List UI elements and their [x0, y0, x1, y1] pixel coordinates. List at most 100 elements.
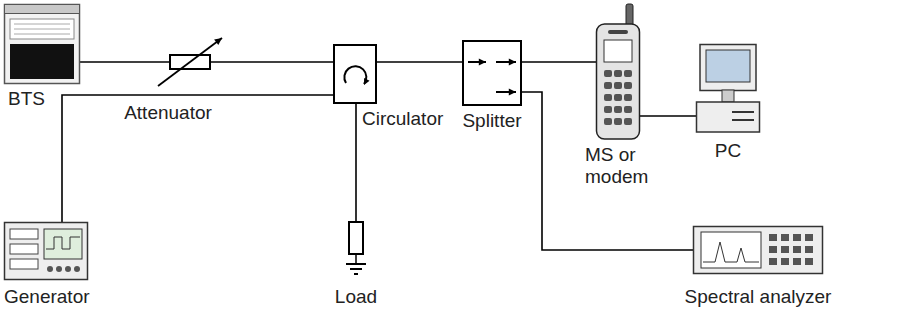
bts-rack-icon [4, 4, 80, 84]
splitter-frame [463, 41, 521, 105]
generator-trace [46, 237, 80, 249]
device-label: Spectral analyzer [685, 286, 832, 308]
phone-key [604, 118, 612, 125]
analyzer-screen [701, 232, 761, 268]
monitor-stand [722, 90, 734, 102]
load-resistor: Load [346, 222, 366, 276]
drive-slot [732, 111, 754, 113]
phone-key [614, 106, 622, 113]
phone-key [614, 70, 622, 77]
arrow-head [214, 38, 222, 45]
coax-cable [377, 61, 462, 63]
generator-knob [56, 266, 62, 272]
panel-line [14, 29, 70, 30]
attenuator-symbol-icon [150, 34, 230, 90]
ground-bar [354, 273, 358, 275]
ground-bar [350, 268, 362, 270]
arrow-line [158, 38, 222, 86]
device-label: Attenuator [124, 102, 212, 124]
phone-key [624, 94, 632, 101]
analyzer-key [805, 246, 813, 253]
analyzer-key [793, 258, 801, 265]
phone-key [624, 118, 632, 125]
generator-panel [10, 229, 38, 239]
generator-screen [44, 229, 82, 259]
spectral-analyzer-icon [693, 226, 823, 274]
coax-cable [230, 61, 333, 63]
phone-earpiece [608, 30, 628, 34]
splitter-box-icon [462, 40, 522, 106]
coax-cable [355, 104, 357, 222]
phone-key [624, 82, 632, 89]
device-label: BTS [8, 88, 45, 110]
device-label: Load [335, 286, 377, 308]
coax-cable [80, 61, 150, 63]
generator-panel [10, 259, 38, 269]
arrow-head [364, 78, 370, 85]
phone-key [604, 82, 612, 89]
circulator-box-icon [333, 44, 377, 104]
phone-key [604, 106, 612, 113]
analyzer-case [694, 227, 823, 274]
analyzer-key [805, 234, 813, 241]
phone-key [624, 106, 632, 113]
mobile-station-icon [596, 4, 640, 140]
signal-generator: Generator [4, 222, 88, 280]
bts-rack: BTS [4, 4, 80, 84]
analyzer-key [781, 234, 789, 241]
panel-line [14, 34, 70, 35]
signal-generator-icon [4, 222, 88, 280]
lead-wire [150, 61, 170, 63]
rack-frame [5, 5, 80, 84]
rack-block [10, 44, 74, 79]
analyzer-key [769, 234, 777, 241]
attenuator-symbol: Attenuator [150, 34, 230, 90]
pc-icon: PC [696, 44, 760, 132]
analyzer-key [793, 234, 801, 241]
phone-key [624, 70, 632, 77]
generator-panel [10, 244, 38, 254]
spectral-analyzer: Spectral analyzer [693, 226, 823, 274]
rack-top [5, 5, 80, 14]
analyzer-key [769, 258, 777, 265]
generator-knob [65, 266, 71, 272]
arrow-head [479, 59, 486, 66]
lead-wire [210, 61, 230, 63]
pc-icon-icon [696, 44, 760, 132]
arrow-head [509, 59, 516, 66]
coax-cable [62, 95, 333, 222]
mobile-station: MS or modem [596, 4, 640, 140]
splitter-box: Splitter [462, 40, 522, 106]
phone-key [614, 94, 622, 101]
analyzer-key [781, 246, 789, 253]
analyzer-key [781, 258, 789, 265]
analyzer-key [769, 246, 777, 253]
device-label: Splitter [462, 110, 521, 132]
phone-screen [604, 40, 632, 62]
coax-cable [640, 115, 696, 117]
ground-lead [355, 254, 357, 264]
generator-case [5, 223, 88, 280]
device-label: Generator [4, 286, 90, 308]
analyzer-trace [703, 242, 759, 262]
device-label: MS or modem [585, 144, 651, 188]
phone-key [604, 70, 612, 77]
resistor-body [349, 222, 363, 254]
phone-key [614, 82, 622, 89]
device-label: PC [715, 140, 741, 162]
device-label: Circulator [362, 108, 443, 130]
coax-cable [522, 61, 596, 63]
analyzer-key [805, 258, 813, 265]
circulator-frame [334, 45, 376, 103]
monitor-case [700, 45, 756, 91]
circulator-arc [344, 66, 366, 84]
circulator-box: Circulator [333, 44, 377, 104]
load-resistor-icon [346, 222, 366, 276]
pc-base [697, 102, 760, 132]
phone-key [614, 118, 622, 125]
analyzer-key [793, 246, 801, 253]
ground-bar [346, 263, 366, 265]
generator-knob [47, 266, 53, 272]
panel-line [14, 24, 70, 25]
